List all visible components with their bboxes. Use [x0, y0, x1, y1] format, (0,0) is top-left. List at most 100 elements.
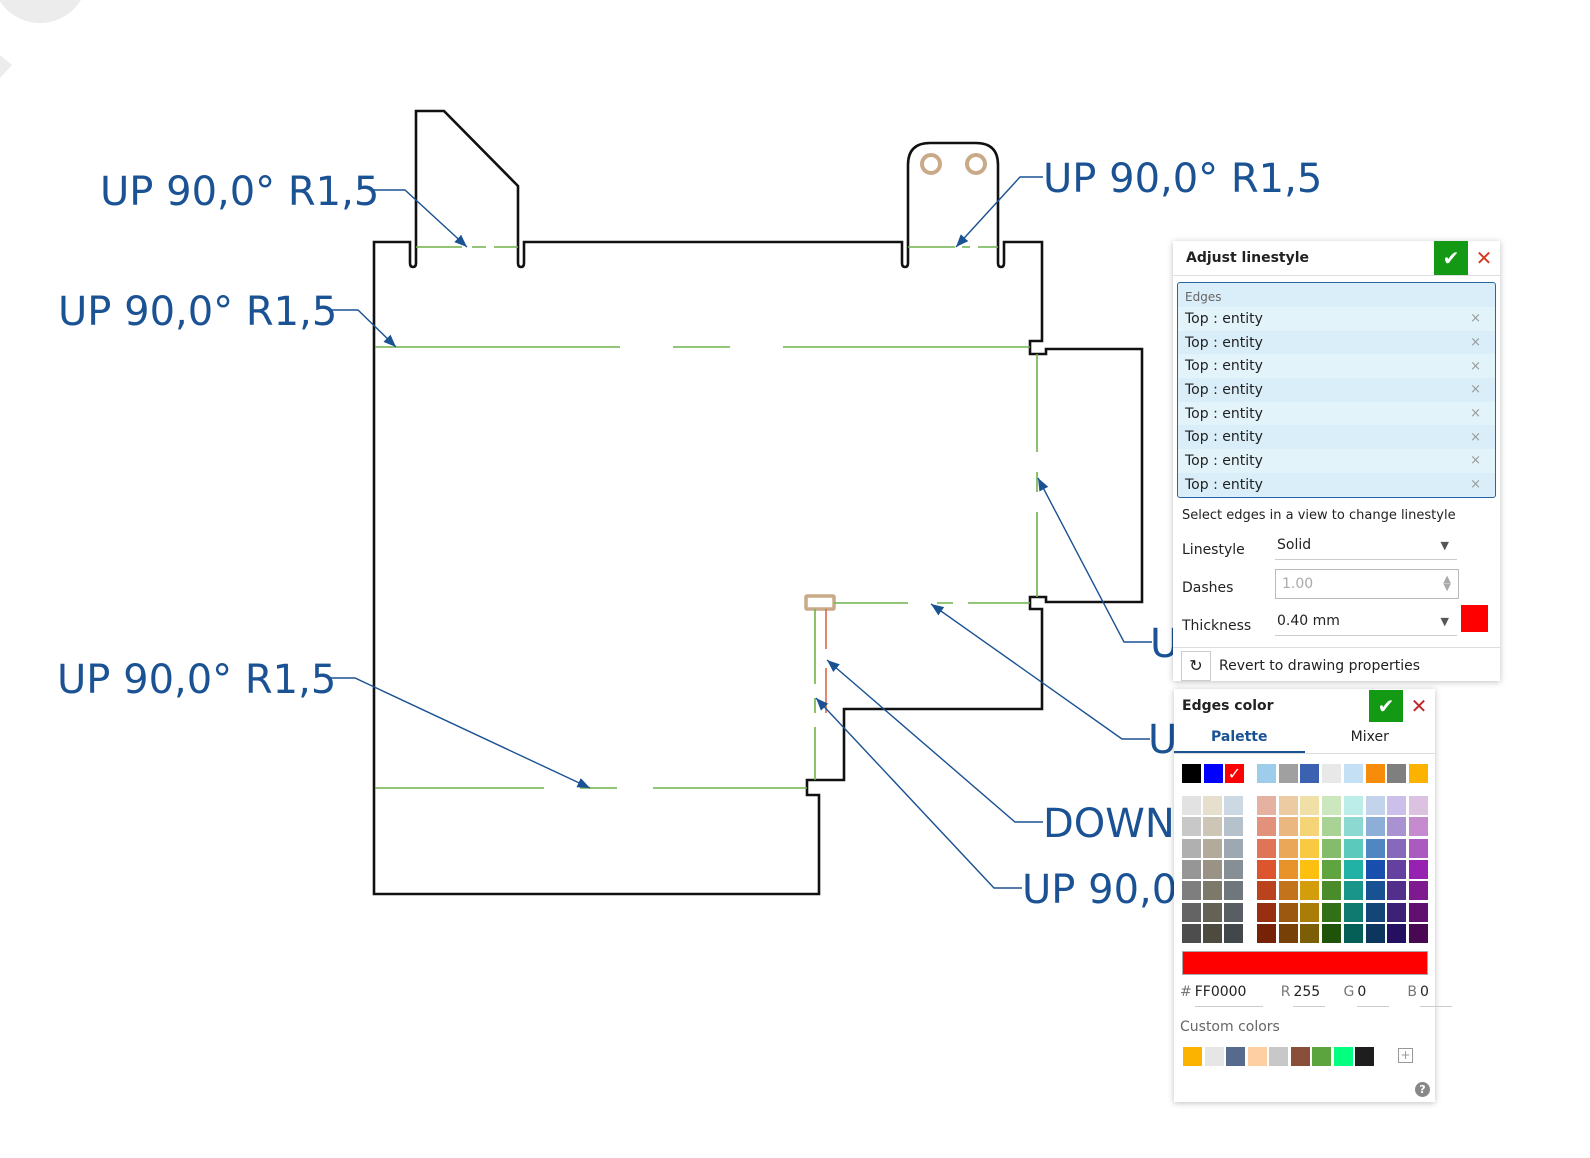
palette-swatch[interactable] [1203, 902, 1222, 922]
tab-mixer[interactable]: Mixer [1350, 729, 1389, 745]
palette-swatch[interactable] [1365, 923, 1385, 943]
palette-swatch[interactable] [1224, 838, 1243, 858]
palette-swatch[interactable] [1182, 838, 1201, 858]
palette-swatch[interactable] [1408, 902, 1428, 922]
palette-swatch[interactable] [1203, 796, 1222, 815]
edge-list-item[interactable]: Top : entity× [1178, 307, 1495, 331]
palette-swatch[interactable] [1343, 881, 1363, 901]
recent-color-swatch[interactable] [1365, 764, 1385, 783]
remove-edge-icon[interactable]: × [1470, 429, 1481, 445]
remove-edge-icon[interactable]: × [1470, 335, 1481, 351]
palette-swatch[interactable] [1322, 817, 1342, 837]
palette-swatch[interactable] [1408, 838, 1428, 858]
palette-swatch[interactable] [1224, 902, 1243, 922]
edges-selection-list[interactable]: Edges Top : entity×Top : entity×Top : en… [1177, 282, 1496, 498]
recent-color-swatch[interactable] [1408, 764, 1428, 783]
palette-swatch[interactable] [1408, 881, 1428, 901]
remove-edge-icon[interactable]: × [1470, 311, 1481, 327]
confirm-button[interactable]: ✔ [1434, 241, 1468, 275]
edge-list-item[interactable]: Top : entity× [1178, 449, 1495, 473]
dashes-input[interactable]: 1.00 ▲▼ [1275, 568, 1459, 599]
palette-swatch[interactable] [1408, 796, 1428, 815]
palette-swatch[interactable] [1224, 881, 1243, 901]
palette-swatch[interactable] [1322, 796, 1342, 815]
palette-swatch[interactable] [1182, 881, 1201, 901]
recent-color-swatch[interactable] [1343, 764, 1363, 783]
palette-swatch[interactable] [1322, 902, 1342, 922]
bend-label[interactable]: DOWN [1043, 801, 1175, 847]
palette-swatch[interactable] [1365, 817, 1385, 837]
palette-swatch[interactable] [1182, 902, 1201, 922]
palette-swatch[interactable] [1182, 796, 1201, 815]
remove-edge-icon[interactable]: × [1470, 453, 1481, 469]
palette-swatch[interactable] [1257, 817, 1276, 837]
palette-swatch[interactable] [1203, 817, 1222, 837]
palette-swatch[interactable] [1182, 923, 1201, 943]
palette-swatch[interactable] [1365, 859, 1385, 879]
palette-swatch[interactable] [1300, 796, 1320, 815]
spinner-icon[interactable]: ▲▼ [1443, 573, 1451, 593]
custom-color-swatch[interactable] [1183, 1047, 1202, 1066]
edge-list-item[interactable]: Top : entity× [1178, 401, 1495, 426]
palette-swatch[interactable] [1343, 902, 1363, 922]
bend-label[interactable]: UP 90,0° R1,5 [1043, 156, 1322, 202]
r-input[interactable]: 255 [1293, 984, 1326, 1007]
palette-swatch[interactable] [1408, 817, 1428, 837]
palette-swatch[interactable] [1182, 817, 1201, 837]
palette-swatch[interactable] [1387, 881, 1407, 901]
palette-swatch[interactable] [1343, 923, 1363, 943]
custom-color-swatch[interactable] [1355, 1047, 1374, 1066]
palette-swatch[interactable] [1300, 859, 1320, 879]
palette-swatch[interactable] [1387, 902, 1407, 922]
edge-list-item[interactable]: Top : entity× [1178, 473, 1495, 497]
revert-button[interactable]: ↻ [1181, 650, 1211, 681]
palette-swatch[interactable] [1224, 817, 1243, 837]
palette-swatch[interactable] [1257, 923, 1276, 943]
revert-label[interactable]: Revert to drawing properties [1219, 657, 1421, 674]
palette-swatch[interactable] [1387, 796, 1407, 815]
bend-label[interactable]: UP 90,0 [1022, 867, 1177, 913]
palette-swatch[interactable] [1387, 838, 1407, 858]
palette-swatch[interactable] [1278, 902, 1298, 922]
palette-swatch[interactable] [1343, 859, 1363, 879]
bend-label[interactable]: UP 90,0° R1,5 [100, 169, 379, 215]
palette-swatch[interactable] [1300, 838, 1320, 858]
palette-swatch[interactable] [1408, 923, 1428, 943]
palette-swatch[interactable] [1257, 838, 1276, 858]
palette-swatch[interactable] [1224, 796, 1243, 815]
palette-swatch[interactable] [1278, 881, 1298, 901]
custom-color-swatch[interactable] [1226, 1047, 1245, 1066]
recent-color-swatch[interactable] [1257, 764, 1276, 783]
close-button[interactable]: ✕ [1468, 241, 1500, 275]
confirm-button[interactable]: ✔ [1369, 690, 1403, 722]
linestyle-dropdown[interactable]: Solid ▼ [1275, 532, 1457, 560]
recent-color-swatch[interactable] [1322, 764, 1342, 783]
palette-swatch[interactable] [1278, 923, 1298, 943]
palette-swatch[interactable] [1224, 859, 1243, 879]
palette-swatch[interactable] [1257, 859, 1276, 879]
palette-swatch[interactable] [1257, 881, 1276, 901]
remove-edge-icon[interactable]: × [1470, 406, 1481, 422]
palette-swatch[interactable] [1343, 817, 1363, 837]
recent-color-swatch[interactable] [1203, 764, 1223, 783]
close-button[interactable]: ✕ [1403, 689, 1435, 723]
recent-color-swatch[interactable] [1300, 764, 1320, 783]
b-input[interactable]: 0 [1419, 984, 1452, 1007]
palette-swatch[interactable] [1322, 838, 1342, 858]
recent-color-swatch[interactable] [1387, 764, 1407, 783]
palette-swatch[interactable] [1203, 881, 1222, 901]
hex-input[interactable]: FF0000 [1194, 984, 1263, 1007]
palette-swatch[interactable] [1257, 796, 1276, 815]
palette-swatch[interactable] [1365, 838, 1385, 858]
edge-list-item[interactable]: Top : entity× [1178, 425, 1495, 449]
palette-swatch[interactable] [1365, 881, 1385, 901]
custom-color-swatch[interactable] [1247, 1047, 1267, 1066]
palette-swatch[interactable] [1203, 838, 1222, 858]
palette-swatch[interactable] [1322, 923, 1342, 943]
recent-color-swatch[interactable]: ✓ [1224, 763, 1245, 784]
recent-color-swatch[interactable] [1278, 764, 1298, 783]
thickness-dropdown[interactable]: 0.40 mm ▼ [1275, 608, 1457, 636]
palette-swatch[interactable] [1203, 859, 1222, 879]
palette-swatch[interactable] [1278, 859, 1298, 879]
palette-swatch[interactable] [1300, 923, 1320, 943]
